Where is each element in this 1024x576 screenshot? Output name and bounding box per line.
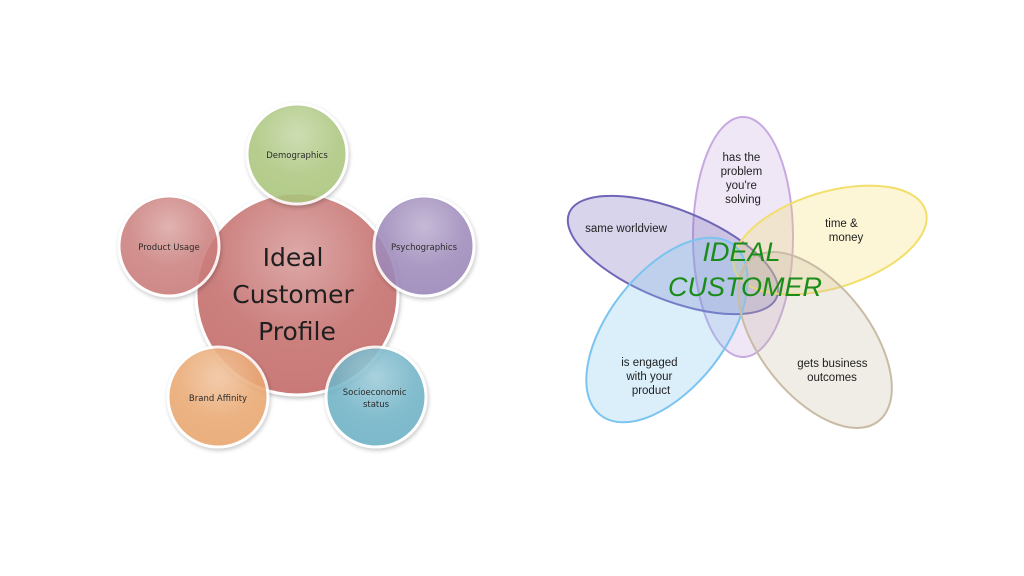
petal-label-line: has the [723,152,761,164]
profile-diagram: Ideal Customer Profile Demographics Psyc… [117,102,476,449]
satellite-label-line: status [363,400,390,410]
venn-center-line: IDEAL [702,237,780,267]
satellite-product-usage: Product Usage [117,194,221,298]
petal-worldview: same worldview [566,194,780,316]
petal-shape [732,184,928,296]
petal-label-line: with your [625,371,672,383]
petal-label: is engaged with your product [621,357,680,397]
satellite-label-line: Brand Affinity [189,394,247,404]
petal-label: time & money [825,218,863,244]
satellite-label-line: Demographics [266,151,328,161]
satellite-label: Product Usage [138,243,199,253]
profile-center-line: Ideal [263,243,324,272]
satellite-socioeconomic-status: Socioeconomic status [324,345,428,449]
petal-engaged: is engaged with your product [585,236,749,424]
satellite-label: Psychographics [391,243,458,253]
profile-center-line: Customer [232,280,354,309]
satellite-label-line: Product Usage [138,243,199,253]
satellite-gloss [121,198,217,294]
profile-center-line: Profile [258,317,336,346]
satellite-gloss [376,198,472,294]
profile-center-label: Ideal Customer Profile [232,243,361,346]
petal-label-line: time & [825,218,858,230]
petal-label-line: same worldview [585,223,667,235]
venn-center-line: CUSTOMER [668,272,822,302]
petal-label: same worldview [585,223,667,235]
petal-label-line: money [829,232,864,244]
satellite-gloss [249,106,345,202]
satellite-demographics: Demographics [245,102,349,206]
satellite-label: Demographics [266,151,328,161]
satellite-label: Socioeconomic status [343,388,410,410]
satellite-gloss [170,349,266,445]
petal-label-line: product [632,385,671,397]
petal-label-line: problem [721,166,763,178]
satellite-label: Brand Affinity [189,394,247,404]
petal-shape [585,236,749,424]
venn-center-label: IDEAL CUSTOMER [668,237,822,302]
satellite-gloss [328,349,424,445]
profile-center-gloss [198,195,396,393]
petal-label-line: gets business [797,358,868,370]
petal-outcomes: gets business outcomes [737,251,893,429]
satellite-label-line: Socioeconomic [343,388,407,398]
petal-time-money: time & money [732,184,928,296]
petal-label-line: solving [725,194,761,206]
petal-label: has the problem you're solving [721,152,766,206]
profile-center-circle: Ideal Customer Profile [194,191,400,397]
petal-shape [566,194,780,316]
venn-diagram: has the problem you're solving same worl… [566,116,928,429]
satellite-brand-affinity: Brand Affinity [166,345,270,449]
petal-label: gets business outcomes [797,358,871,384]
petal-label-line: you're [726,180,757,192]
petal-label-line: outcomes [807,372,857,384]
satellite-psychographics: Psychographics [372,194,476,298]
satellite-label-line: Psychographics [391,243,458,253]
petal-label-line: is engaged [621,357,677,369]
petal-shape [737,251,893,429]
